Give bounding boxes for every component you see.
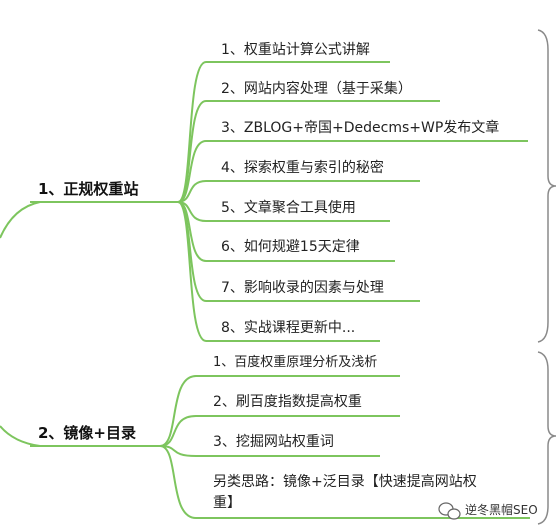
topic-1-label[interactable]: 1、正规权重站 [38, 180, 138, 198]
topic-1-leaf-1[interactable]: 1、权重站计算公式讲解 [221, 42, 370, 58]
topic-1-leaf-8[interactable]: 8、实战课程更新中... [221, 320, 355, 336]
right-brackets [537, 29, 557, 525]
root-connectors [0, 201, 41, 447]
topic-2-branch-4 [159, 445, 197, 519]
root-connector-topic-2 [0, 425, 41, 447]
topic-1-bracket [537, 29, 557, 343]
topic-2-branch-1 [159, 375, 197, 447]
watermark-text: 逆冬黑帽SEO [465, 502, 538, 517]
topic-1-branch-2 [177, 100, 207, 203]
topic-2-branches [159, 375, 530, 519]
watermark: 逆冬黑帽SEO [438, 502, 538, 520]
topic-group-2: 2、镜像+目录 1、百度权重原理分析及浅析 2、刷百度指数提高权重 3、挖掘网站… [30, 354, 530, 519]
wechat-bubble-icon [438, 502, 461, 520]
topic-1-leaf-5[interactable]: 5、文章聚合工具使用 [221, 199, 356, 216]
topic-group-1: 1、正规权重站 1、权重站计算公式讲解 2、网站内容处理（基于采集） 3、ZBL… [30, 42, 528, 342]
topic-2-leaf-3[interactable]: 3、挖掘网站权重词 [213, 434, 334, 450]
topic-1-branch-8 [177, 201, 207, 342]
topic-2-leaf-4[interactable]: 另类思路：镜像+泛目录【快速提高网站权 重】 [213, 473, 481, 511]
topic-1-leaf-3[interactable]: 3、ZBLOG+帝国+Dedecms+WP发布文章 [221, 119, 499, 136]
topic-1-leaf-6[interactable]: 6、如何规避15天定律 [221, 239, 360, 255]
topic-1-leaf-4[interactable]: 4、探索权重与索引的秘密 [221, 159, 384, 176]
topic-2-label[interactable]: 2、镜像+目录 [38, 424, 136, 442]
topic-1-branch-6 [177, 201, 207, 262]
topic-2-leaf-2[interactable]: 2、刷百度指数提高权重 [213, 393, 362, 410]
topic-1-branch-3 [177, 140, 207, 203]
topic-1-leaf-2[interactable]: 2、网站内容处理（基于采集） [221, 80, 412, 97]
topic-2-leaf-1[interactable]: 1、百度权重原理分析及浅析 [213, 354, 377, 370]
topic-2-bracket [537, 351, 557, 525]
topic-1-branches [177, 61, 528, 342]
root-connector-topic-1 [0, 201, 41, 239]
topic-1-leaf-7[interactable]: 7、影响收录的因素与处理 [221, 280, 384, 296]
topic-2-branch-2 [159, 415, 197, 447]
